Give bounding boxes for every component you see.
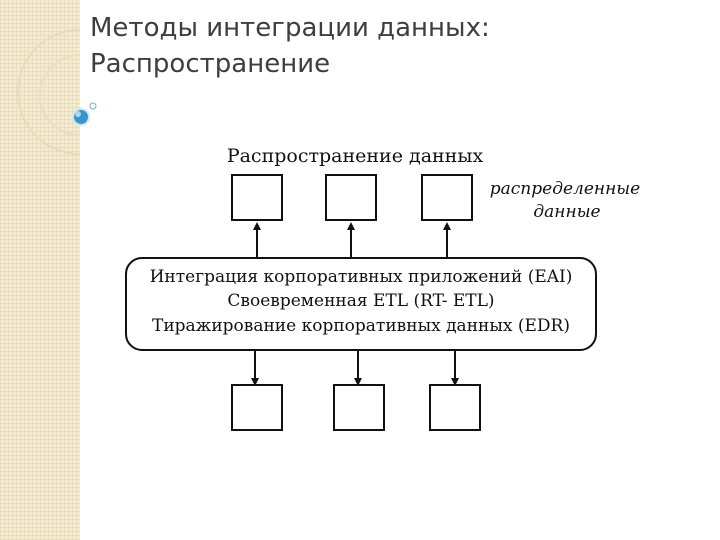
method-line-1: Интеграция корпоративных приложений (EAI… [150,267,573,287]
bottom-box-3 [429,384,481,431]
diagram-top-label: Распространение данных [227,145,484,167]
method-line-2: Своевременная ETL (RT- ETL) [227,291,494,311]
bottom-box-2 [333,384,385,431]
slide-title-line-2: Распространение [90,49,331,79]
bubble-highlight [75,111,81,117]
integration-methods-box [125,257,597,351]
top-box-1 [231,174,283,221]
small-bubble-icon [89,102,97,110]
method-line-3: Тиражирование корпоративных данных (EDR) [152,316,570,336]
deco-arc-inner [39,54,81,136]
slide-title-line-1: Методы интеграции данных: [90,13,490,43]
top-box-3 [421,174,473,221]
side-note-line-2: данные [533,202,600,222]
deco-arc-outer [17,29,81,155]
side-note-line-1: распределенные [490,179,640,199]
slide-title: Методы интеграции данных: Распространени… [90,10,690,82]
bottom-box-1 [231,384,283,431]
top-box-2 [325,174,377,221]
